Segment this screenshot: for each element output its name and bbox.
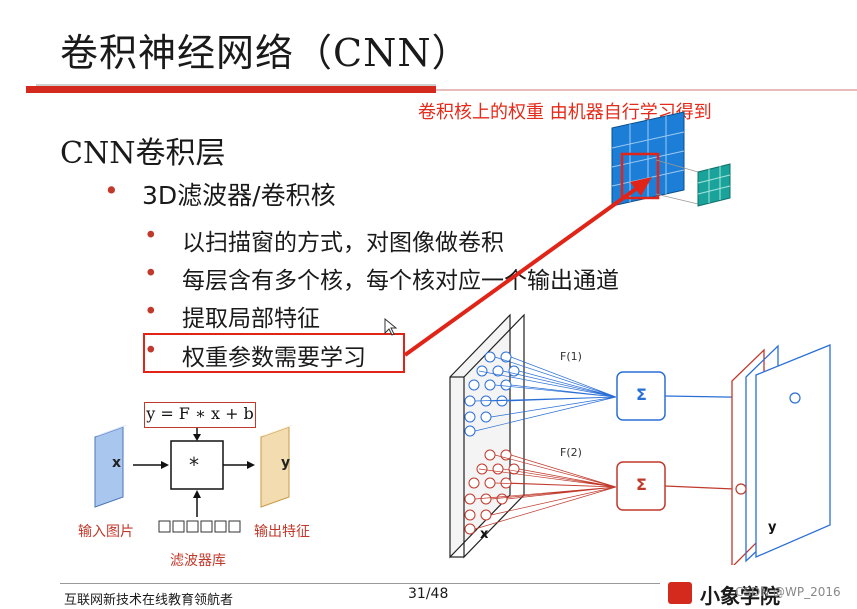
input-layer-label: x	[480, 527, 489, 542]
bullet-dot: •	[144, 338, 158, 364]
kernel-annotation: 卷积核上的权重 由机器自行学习得到	[418, 102, 712, 123]
operator-symbol: *	[189, 453, 199, 477]
bullet-dot: •	[144, 261, 158, 287]
input-layer-slab	[449, 313, 525, 559]
cursor-icon	[384, 318, 398, 336]
filter2-label: F(2)	[560, 446, 582, 459]
conv-block-diagram	[94, 425, 293, 533]
watermark: CSDN @WP_2016	[735, 585, 841, 599]
bullet-dot: •	[144, 223, 158, 249]
sub-bullet-text: 以扫描窗的方式，对图像做卷积	[182, 230, 504, 256]
network-diagram	[449, 313, 831, 565]
output-feature-label: 输出特征	[254, 524, 310, 540]
output-layer-slab	[731, 344, 831, 565]
bullet-dot: •	[104, 176, 119, 205]
title-underline-shadow	[36, 84, 436, 87]
brand-logo-icon	[668, 582, 692, 604]
footer-slogan: 互联网新技术在线教育领航者	[64, 593, 234, 608]
slide-title: 卷积神经网络（CNN）	[60, 31, 471, 75]
highlight-box	[143, 333, 405, 373]
sub-bullet-text: 提取局部特征	[182, 306, 320, 332]
input-volume-grid	[611, 111, 685, 207]
sum-symbol-1: Σ	[636, 385, 647, 404]
output-layer-label: y	[768, 520, 777, 535]
input-image-box	[94, 425, 127, 508]
kernel-window	[620, 152, 660, 200]
footer-divider	[60, 583, 660, 584]
output-symbol: y	[281, 455, 291, 471]
bullet-main-text: 3D滤波器/卷积核	[142, 181, 336, 210]
formula: y = F ∗ x + b	[144, 402, 256, 428]
conv-operator-box	[170, 440, 224, 490]
filter-bank-label: 滤波器库	[170, 553, 226, 569]
input-image-label: 输入图片	[78, 524, 134, 540]
filter-bank	[158, 520, 241, 533]
sub-bullet-text: 权重参数需要学习	[182, 345, 366, 371]
sum-symbol-2: Σ	[636, 475, 647, 494]
filter1-label: F(1)	[560, 350, 582, 363]
section-heading: CNN卷积层	[60, 136, 226, 171]
output-feature-box	[260, 425, 293, 508]
kernel-3d-illustration	[611, 111, 731, 207]
filter1-neurons	[464, 351, 617, 437]
page-number: 31/48	[408, 586, 449, 602]
input-symbol: x	[112, 455, 122, 471]
sub-bullet-text: 每层含有多个核，每个核对应一个输出通道	[182, 268, 619, 294]
output-feature-grid	[697, 163, 731, 207]
filter2-neurons	[464, 449, 617, 535]
bullet-dot: •	[144, 299, 158, 325]
title-underline-extension	[436, 89, 857, 91]
brand-name: 小象学院	[700, 584, 780, 608]
title-underline	[26, 86, 436, 93]
